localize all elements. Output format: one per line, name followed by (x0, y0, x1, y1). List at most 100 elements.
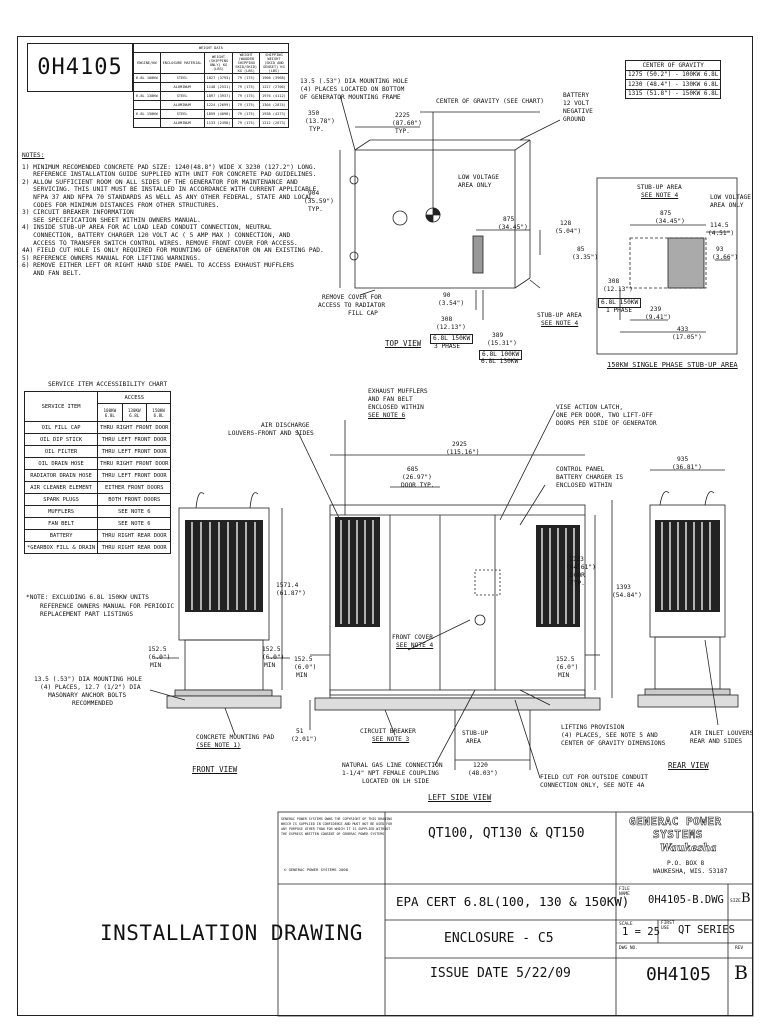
dim-1393: (54.84") (612, 592, 642, 599)
dim-1571: 1571.4 (276, 582, 299, 589)
file-label: NAME (619, 892, 630, 897)
dim-904: (35.59") (304, 198, 334, 205)
front-mount-note: 13.5 (.53") DIA MOUNTING HOLE (34, 676, 143, 683)
front-mount-note: MASONARY ANCHOR BOLTS (48, 692, 127, 699)
models-title: QT100, QT130 & QT150 (428, 826, 585, 841)
exhaust-label: AND FAN BELT (368, 396, 413, 403)
dim-128: 128 (560, 220, 572, 227)
side-dim-152c: (6.0") (294, 664, 317, 671)
service-ref-line: REPLACEMENT PART LISTINGS (40, 611, 134, 618)
stub-dim-875: (34.45") (655, 218, 685, 225)
issue-date: ISSUE DATE 5/22/09 (430, 966, 571, 981)
front-view-label: FRONT VIEW (192, 765, 238, 774)
front-dim-152a: 152.5 (148, 646, 167, 653)
dwg-number: 0H4105 (646, 964, 712, 985)
cog-marker-icon (392, 210, 408, 226)
pad-note: (SEE NOTE 1) (196, 742, 241, 749)
side-dim-152d: (6.0") (556, 664, 579, 671)
rev-label: REV (735, 946, 744, 951)
side-dim-152d: 152.5 (556, 656, 575, 663)
stub-up-label: STUB-UP AREA (537, 312, 582, 319)
service-chart-title: SERVICE ITEM ACCESSIBILITY CHART (48, 381, 168, 388)
stub-dim-875: 875 (660, 210, 672, 217)
side-dim-152c: MIN (296, 672, 308, 679)
phase3-box: 3 PHASE (434, 343, 461, 350)
dim-685: (26.97") (402, 474, 432, 481)
weight-header: WEIGHT (WOODEN SHIPPING SKID/SKID) KG (L… (232, 52, 261, 74)
dim-51: 51 (296, 728, 304, 735)
battery-label: 12 VOLT (563, 100, 590, 107)
battery-label: GROUND (563, 116, 586, 123)
cog-row: 1315 (51.8") - 150KW 6.8L (624, 88, 722, 99)
dim-85: 85 (577, 246, 585, 253)
stub-dim-308: (12.13") (603, 286, 633, 293)
dim-1220: 1220 (473, 762, 488, 769)
top-mount-hole: 13.5 (.53") DIA MOUNTING HOLE (300, 78, 409, 85)
waukesha-logo: Waukesha (660, 843, 717, 855)
scale-label: SCALE (619, 922, 633, 927)
gas-label: LOCATED ON LH SIDE (362, 778, 430, 785)
dim-1133: 1133 (569, 556, 584, 563)
dim-389: (15.31") (487, 340, 517, 347)
lifting-label: CENTER OF GRAVITY DIMENSIONS (561, 740, 666, 747)
company-address: P.O. BOX 8 (667, 860, 705, 867)
company-address: WAUKESHA, WIS. 53187 (653, 868, 728, 875)
service-access: THRU RIGHT REAR DOOR (97, 541, 172, 554)
note-line: SEE SPECIFICATION SHEET WITHIN OWNERS MA… (22, 216, 201, 224)
copyright-year: © GENERAC POWER SYSTEMS 2008 (284, 867, 349, 872)
dim-350: TYP. (309, 126, 324, 133)
weight-cell: 1133 (2498) (203, 118, 234, 128)
kw-box: 6.8L 100KW (479, 350, 523, 360)
dim-90: (3.54") (438, 300, 465, 307)
dim-685: 685 (407, 466, 419, 473)
gas-label: NATURAL GAS LINE CONNECTION (342, 762, 443, 769)
dim-935: 935 (677, 456, 689, 463)
rear-view-label: REAR VIEW (668, 761, 709, 770)
weight-cell: ALUMINUM (159, 118, 205, 128)
stub-dim-433: (17.05") (672, 334, 702, 341)
first-use-label: USE (661, 926, 670, 931)
front-dim-152a: MIN (150, 662, 162, 669)
dim-350: (13.78") (305, 118, 335, 125)
dim-85: (3.35") (572, 254, 599, 261)
stub-dim-239: 239 (650, 306, 662, 313)
epa-title: EPA CERT 6.8L(100, 130 & 150KW) (396, 894, 630, 909)
service-chart-table: SERVICE ITEM ACCESS 100KW 6.8L 130KW 6.8… (23, 391, 172, 554)
stub-area-label: STUB-UP (462, 730, 489, 737)
breaker-label: SEE NOTE 3 (372, 736, 410, 743)
stub-up-detail-frame (596, 177, 738, 355)
size-value: B (741, 891, 751, 906)
breaker-label: CIRCUIT BREAKER (360, 728, 416, 735)
note-line: 2) ALLOW SUFFICIENT ROOM ON ALL SIDES OF… (22, 178, 298, 186)
low-voltage-label: LOW VOLTAGE (458, 174, 499, 181)
latch-label: VISE ACTION LATCH, (556, 404, 624, 411)
stub-detail-label: STUB-UP AREA (637, 184, 682, 191)
service-ref-line: REFERENCE OWNERS MANUAL FOR PERIODIC (40, 603, 175, 610)
copyright-line: GENERAC POWER SYSTEMS OWNS THE COPYRIGHT… (281, 817, 393, 821)
kw-box: 6.8L 130KW (481, 358, 519, 365)
air-inlet-label: REAR AND SIDES (690, 738, 743, 745)
air-inlet-label: AIR INLET LOUVERS (690, 730, 754, 737)
top-mount-hole: OF GENERATOR MOUNTING FRAME (300, 94, 401, 101)
phase3-box: 6.8L 150KW (430, 334, 474, 344)
side-view-outline (329, 504, 586, 696)
stub-low-voltage: AREA ONLY (710, 202, 744, 209)
dim-875: (34.45") (498, 224, 528, 231)
phase1-box: 1 PHASE (606, 307, 633, 314)
front-mount-note: (4) PLACES, 12.7 (1/2") DIA (40, 684, 141, 691)
front-cover-label: SEE NOTE 4 (396, 642, 434, 649)
dim-685: DOOR TYP. (401, 482, 435, 489)
front-cover-label: FRONT COVER (392, 634, 433, 641)
gas-label: 1-1/4" NPT FEMALE COUPLING (342, 770, 439, 777)
exhaust-label: SEE NOTE 6 (368, 412, 406, 419)
service-access: THRU RIGHT FRONT DOOR (97, 421, 172, 434)
dim-389: 389 (492, 332, 504, 339)
remove-cover-label: ACCESS TO RADIATOR (318, 302, 386, 309)
dim-1133: DOOR (570, 572, 585, 579)
note-line: 5) REFERENCE OWNERS MANUAL FOR LIFTING W… (22, 254, 201, 262)
